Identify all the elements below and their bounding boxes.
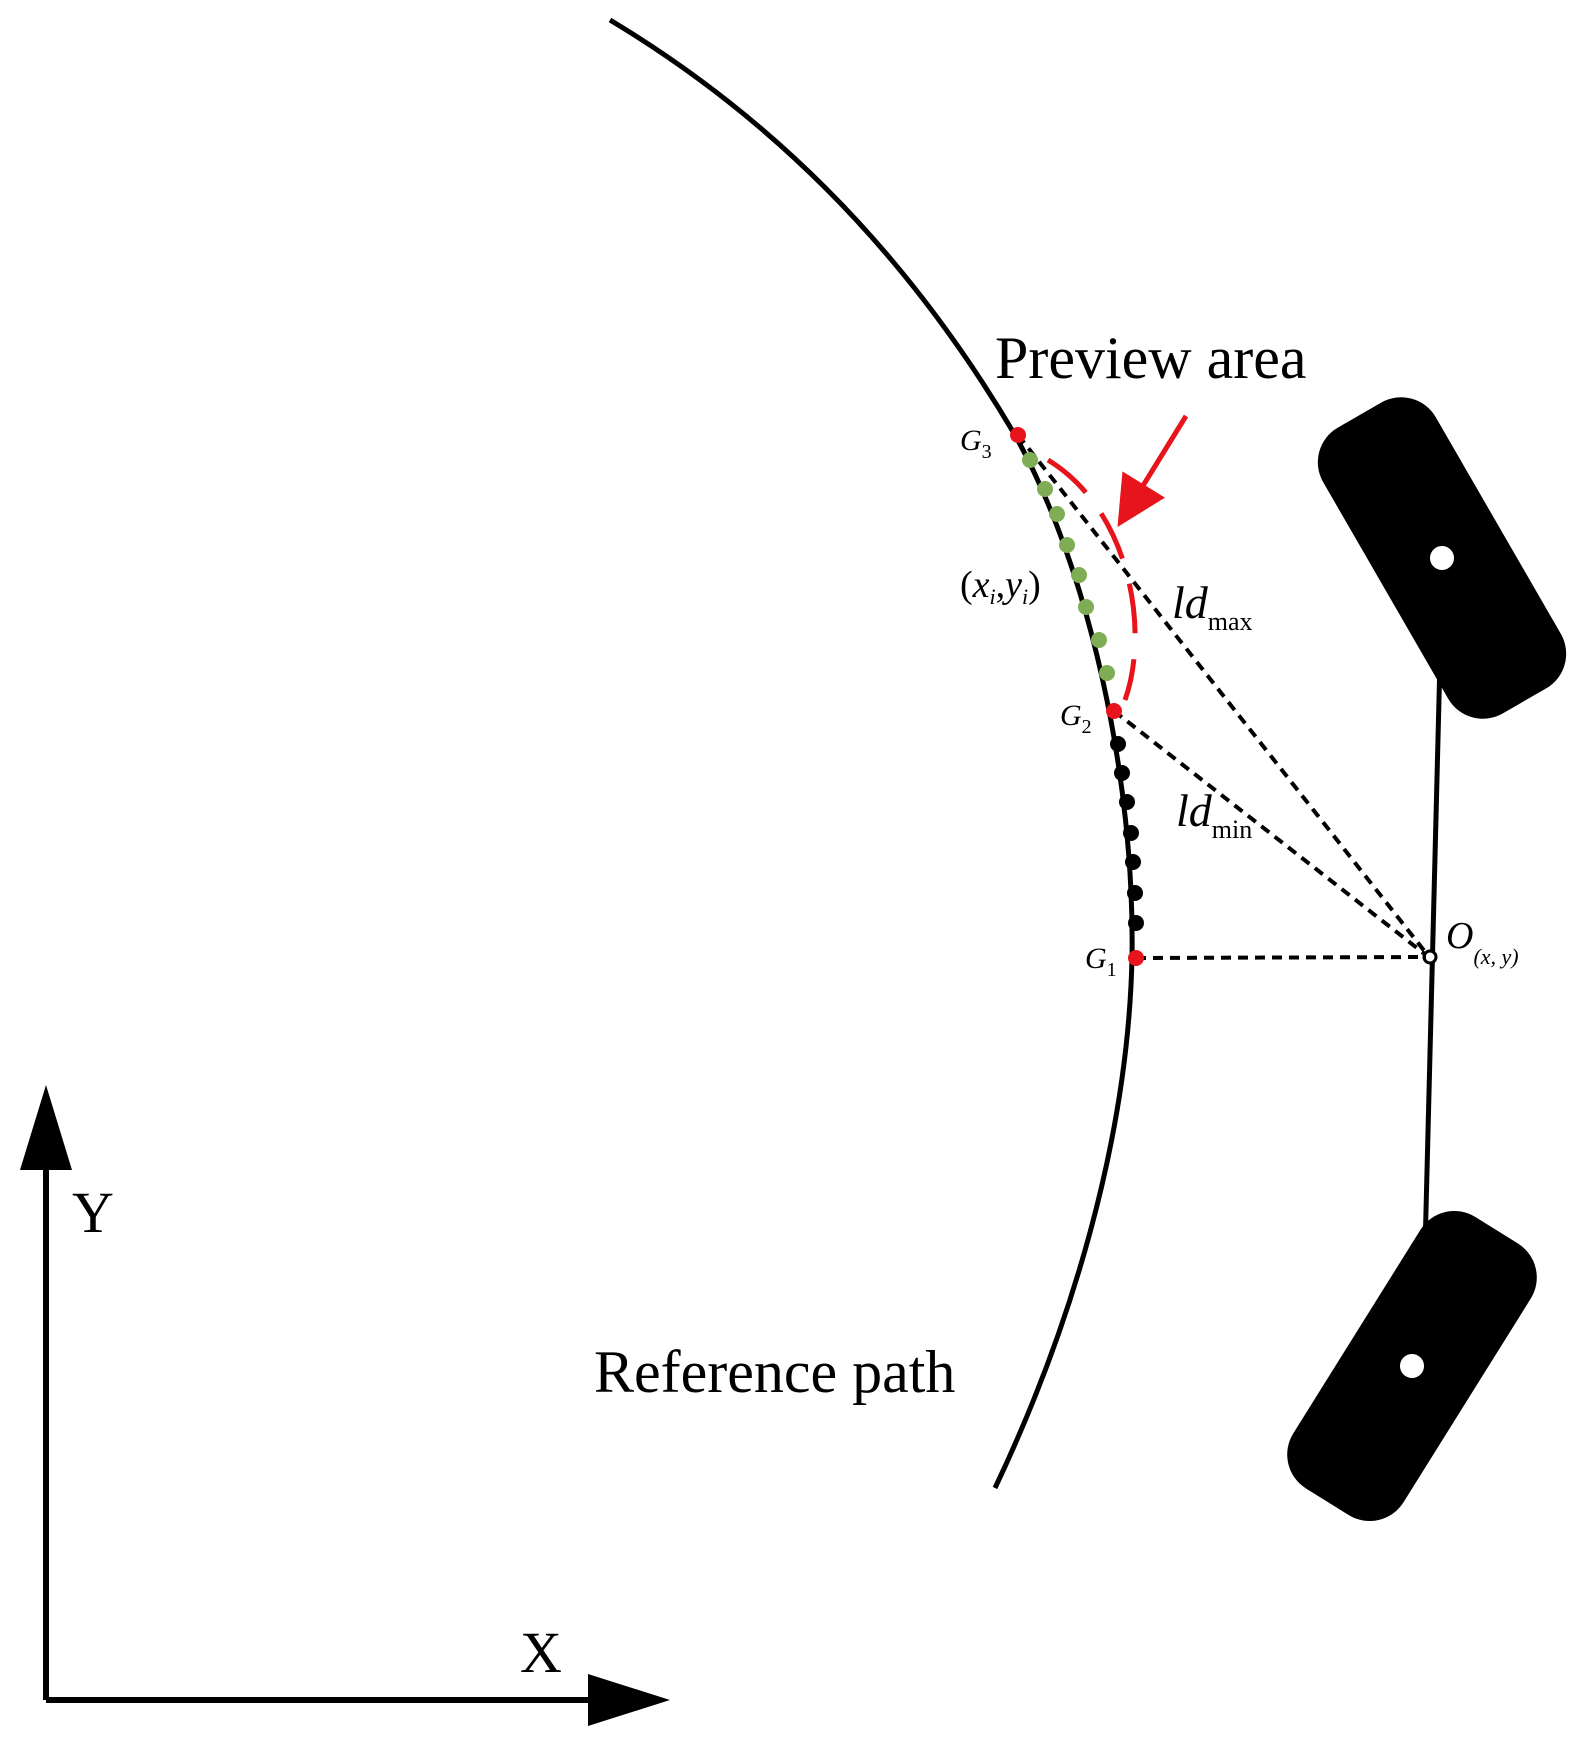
preview-point xyxy=(1091,632,1107,648)
preview-point xyxy=(1022,452,1038,468)
sample-point xyxy=(1127,885,1143,901)
sample-points xyxy=(1110,736,1144,931)
y-axis-arrow xyxy=(20,1085,72,1170)
sample-point xyxy=(1123,825,1139,841)
g2-point xyxy=(1106,703,1122,719)
sample-point xyxy=(1128,915,1144,931)
preview-point xyxy=(1099,665,1115,681)
sample-point xyxy=(1114,765,1130,781)
lookahead-lines xyxy=(1016,433,1428,960)
line-g3-origin xyxy=(1016,433,1428,955)
preview-point xyxy=(1078,599,1094,615)
preview-point xyxy=(1071,567,1087,583)
x-axis-arrow xyxy=(588,1674,670,1726)
preview-area-label: Preview area xyxy=(995,325,1306,391)
preview-area-arc xyxy=(1046,457,1138,701)
origin-label: O(x, y) xyxy=(1446,915,1519,969)
g1-point xyxy=(1128,950,1144,966)
preview-area-arrow xyxy=(1117,414,1189,528)
line-g1-origin xyxy=(1135,955,1427,960)
origin-point xyxy=(1422,949,1438,965)
line-g2-origin xyxy=(1112,709,1428,957)
point-i-label: (xi,yi) xyxy=(960,564,1041,609)
preview-point xyxy=(1049,506,1065,522)
reference-path-curve xyxy=(608,17,1135,1490)
sample-point xyxy=(1125,854,1141,870)
preview-point xyxy=(1037,481,1053,497)
key-points xyxy=(1010,427,1144,966)
reference-path-label: Reference path xyxy=(594,1339,955,1405)
ld-max-label: ldmax xyxy=(1172,577,1253,636)
rear-wheel xyxy=(1287,1210,1537,1522)
front-wheel-hub xyxy=(1430,546,1454,570)
front-wheel xyxy=(1317,397,1567,719)
coordinate-axes: Y X xyxy=(20,1085,670,1726)
sample-point xyxy=(1110,736,1126,752)
preview-points xyxy=(1022,452,1115,681)
g3-point xyxy=(1010,427,1026,443)
rear-wheel-hub xyxy=(1400,1354,1424,1378)
sample-point xyxy=(1119,794,1135,810)
g3-label: G3 xyxy=(960,424,992,463)
g2-label: G2 xyxy=(1060,699,1092,738)
ld-min-label: ldmin xyxy=(1176,785,1252,844)
axis-x-label: X xyxy=(520,1620,562,1685)
g1-label: G1 xyxy=(1085,942,1117,981)
preview-point xyxy=(1059,537,1075,553)
axis-y-label: Y xyxy=(72,1180,114,1245)
vehicle xyxy=(1287,397,1567,1522)
